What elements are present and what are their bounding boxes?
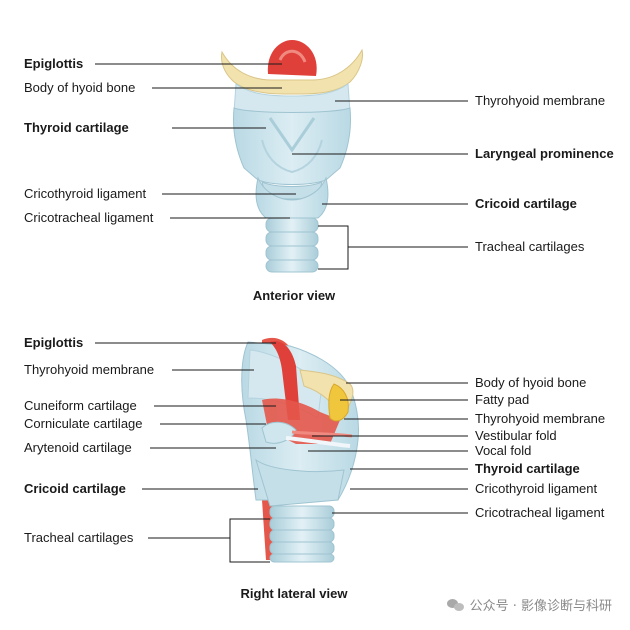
anterior-thyroid-cartilage <box>233 107 351 185</box>
label-lateral-thyroid-cartilage: Thyroid cartilage <box>475 461 580 476</box>
anterior-labels: Epiglottis Body of hyoid bone Thyroid ca… <box>24 56 614 303</box>
lateral-illustration <box>241 337 359 563</box>
label-lateral-tracheal-cartilages: Tracheal cartilages <box>24 530 134 545</box>
label-lateral-body-of-hyoid-bone: Body of hyoid bone <box>475 375 586 390</box>
anterior-hyoid-bone <box>221 48 363 95</box>
wechat-icon <box>446 598 465 612</box>
label-lateral-thyrohyoid-membrane-left: Thyrohyoid membrane <box>24 362 154 377</box>
caption-right-lateral-view: Right lateral view <box>241 586 349 601</box>
anterior-tracheal-cartilages <box>265 217 319 273</box>
lateral-fatty-pad <box>328 383 349 422</box>
label-lateral-cricotracheal-ligament: Cricotracheal ligament <box>475 505 605 520</box>
caption-anterior-view: Anterior view <box>253 288 336 303</box>
label-corniculate-cartilage: Corniculate cartilage <box>24 416 143 431</box>
lateral-vocal-fold <box>285 436 351 448</box>
lateral-tracheal-cartilages <box>269 505 335 563</box>
label-epiglottis: Epiglottis <box>24 56 83 71</box>
label-lateral-epiglottis: Epiglottis <box>24 335 83 350</box>
label-fatty-pad: Fatty pad <box>475 392 529 407</box>
label-tracheal-cartilages: Tracheal cartilages <box>475 239 585 254</box>
label-cricoid-cartilage: Cricoid cartilage <box>475 196 577 211</box>
label-thyroid-cartilage: Thyroid cartilage <box>24 120 129 135</box>
label-body-of-hyoid-bone: Body of hyoid bone <box>24 80 135 95</box>
lateral-labels: Epiglottis Thyrohyoid membrane Cuneiform… <box>24 335 605 601</box>
label-cricothyroid-ligament: Cricothyroid ligament <box>24 186 146 201</box>
label-thyrohyoid-membrane: Thyrohyoid membrane <box>475 93 605 108</box>
label-vestibular-fold: Vestibular fold <box>475 428 557 443</box>
label-lateral-thyrohyoid-membrane-right: Thyrohyoid membrane <box>475 411 605 426</box>
anterior-epiglottis <box>267 40 317 76</box>
label-vocal-fold: Vocal fold <box>475 443 531 458</box>
label-lateral-cricothyroid-ligament: Cricothyroid ligament <box>475 481 597 496</box>
lateral-cricoid-cartilage <box>255 458 345 507</box>
label-laryngeal-prominence: Laryngeal prominence <box>475 146 614 161</box>
watermark-text: 公众号 · 影像诊断与科研 <box>469 599 612 614</box>
label-arytenoid-cartilage: Arytenoid cartilage <box>24 440 132 455</box>
lateral-epiglottis <box>270 341 300 420</box>
watermark: 公众号 · 影像诊断与科研 <box>446 595 612 614</box>
label-lateral-cricoid-cartilage: Cricoid cartilage <box>24 481 126 496</box>
anterior-cricoid-cartilage <box>255 176 329 219</box>
label-cricotracheal-ligament: Cricotracheal ligament <box>24 210 154 225</box>
label-cuneiform-cartilage: Cuneiform cartilage <box>24 398 137 413</box>
anterior-illustration <box>221 40 363 273</box>
